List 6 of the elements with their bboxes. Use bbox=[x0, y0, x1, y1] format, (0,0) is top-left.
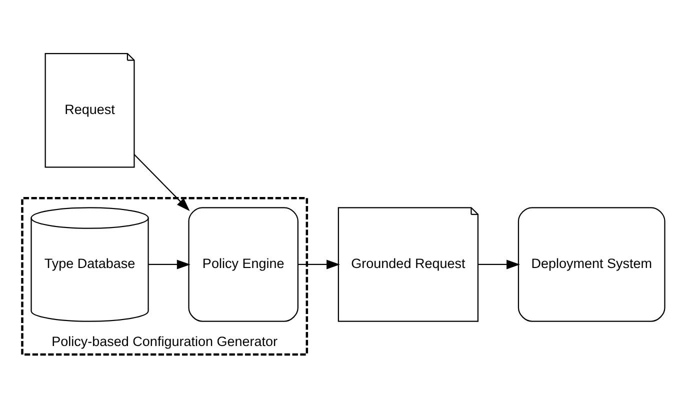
node-box: Deployment System bbox=[518, 206, 666, 322]
arrow bbox=[134, 154, 190, 211]
arrow bbox=[148, 259, 190, 269]
arrow bbox=[478, 259, 520, 269]
node-box: Policy Engine bbox=[188, 206, 298, 322]
arrow bbox=[298, 259, 340, 269]
